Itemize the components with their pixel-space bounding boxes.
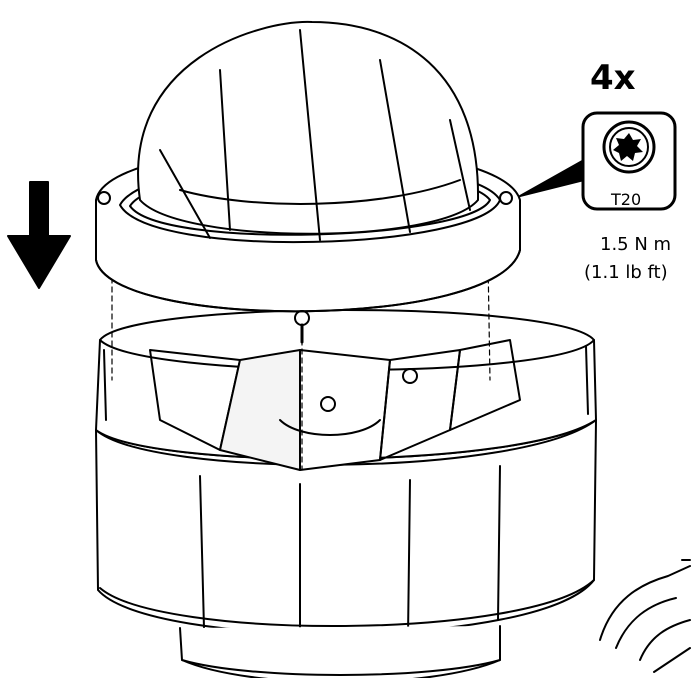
torx-bit-icon (581, 111, 677, 211)
bit-size-label: T20 (611, 190, 642, 209)
callout-pointer (519, 159, 585, 197)
torque-metric-label: 1.5 N m (600, 234, 672, 255)
quantity-label: 4x (590, 58, 636, 98)
camera-housing (95, 419, 597, 682)
dome-cover (137, 20, 480, 241)
hand-icon (599, 559, 691, 673)
torque-imperial-label: (1.1 lb ft) (584, 262, 668, 283)
housing-rim (95, 259, 597, 471)
arrow-down-icon (7, 181, 71, 289)
